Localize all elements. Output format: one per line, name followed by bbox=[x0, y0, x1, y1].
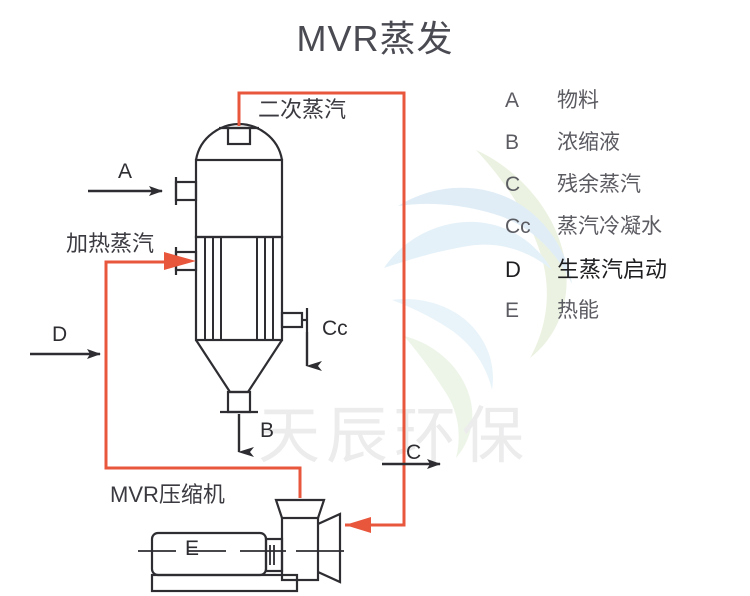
legend-row: E 热能 bbox=[505, 294, 740, 336]
legend-key: C bbox=[505, 173, 521, 196]
tube-bundle bbox=[204, 237, 274, 340]
compressor-discharge-hopper bbox=[274, 498, 326, 519]
flow-arrows bbox=[30, 186, 441, 469]
legend-key: D bbox=[505, 257, 521, 282]
legend-value: 物料 bbox=[557, 89, 599, 112]
flow-letter-a: A bbox=[118, 160, 133, 183]
legend-key: A bbox=[505, 89, 520, 112]
flow-letter-cc: Cc bbox=[322, 317, 348, 340]
flow-letter-c: C bbox=[406, 441, 422, 464]
compressor-base bbox=[150, 573, 299, 593]
vessel-dome bbox=[194, 122, 284, 161]
vessel-feed-nozzle bbox=[174, 177, 198, 205]
legend-value: 残余蒸汽 bbox=[557, 173, 641, 196]
heating-steam-arrowhead bbox=[164, 252, 196, 270]
mvr-compressor bbox=[138, 498, 344, 593]
vessel-separator-body bbox=[194, 158, 284, 239]
legend-row: C 残余蒸汽 bbox=[505, 168, 740, 210]
legend-row: B 浓缩液 bbox=[505, 126, 740, 168]
legend-value: 蒸汽冷凝水 bbox=[557, 215, 662, 238]
vessel-heat-exchanger bbox=[194, 235, 284, 342]
legend-value: 热能 bbox=[557, 299, 599, 322]
legend-key: Cc bbox=[505, 215, 531, 238]
vessel-bottom-outlet bbox=[226, 390, 252, 414]
compressed-steam-line bbox=[104, 260, 302, 498]
label-secondary-steam: 二次蒸汽 bbox=[258, 97, 347, 122]
legend-row: D 生蒸汽启动 bbox=[505, 252, 740, 294]
flow-letter-d: D bbox=[52, 323, 68, 346]
compressor-casing bbox=[280, 516, 320, 582]
flow-letter-b: B bbox=[260, 419, 275, 442]
legend-value: 生蒸汽启动 bbox=[557, 257, 668, 282]
compressor-motor bbox=[150, 531, 268, 577]
legend-row: A 物料 bbox=[505, 84, 740, 126]
label-mvr-compressor: MVR压缩机 bbox=[110, 482, 225, 507]
compressor-inlet-arrowhead bbox=[345, 517, 371, 533]
vessel-top-nozzle bbox=[219, 126, 259, 146]
orange-pipe-network bbox=[104, 91, 406, 533]
legend-key: B bbox=[505, 131, 520, 154]
label-heating-steam: 加热蒸汽 bbox=[66, 231, 155, 256]
legend-row: Cc 蒸汽冷凝水 bbox=[505, 210, 740, 252]
legend: A 物料 B 浓缩液 C 残余蒸汽 Cc 蒸汽冷凝水 D 生蒸汽启动 E 热能 bbox=[505, 84, 740, 336]
compressor-inlet-cone bbox=[317, 512, 342, 584]
legend-value: 浓缩液 bbox=[557, 131, 620, 154]
page-title: MVR蒸发 bbox=[296, 18, 454, 59]
watermark-text: 天辰环保 bbox=[258, 402, 531, 471]
condensate-nozzle bbox=[280, 308, 309, 332]
vessel-cone-bottom bbox=[195, 339, 283, 394]
flow-letter-e: E bbox=[185, 537, 200, 560]
secondary-steam-line bbox=[237, 91, 406, 527]
legend-key: E bbox=[505, 299, 520, 322]
